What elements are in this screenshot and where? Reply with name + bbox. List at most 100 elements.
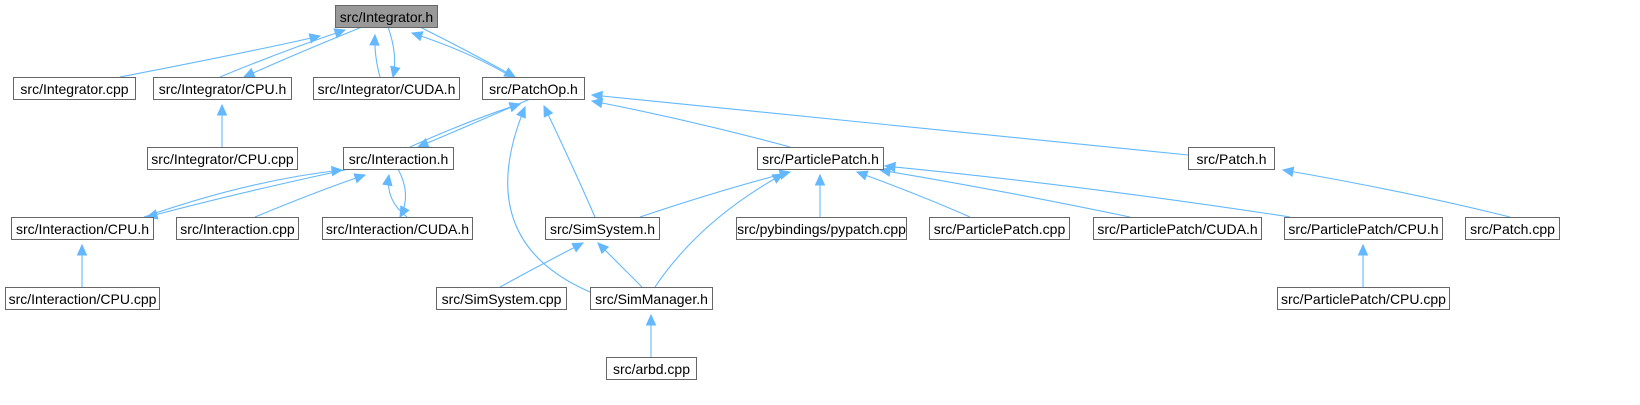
root-node[interactable]: src/Integrator.h bbox=[335, 5, 438, 28]
edge-n2-to-n0 bbox=[219, 28, 347, 78]
arrowhead-icon bbox=[399, 205, 410, 219]
arrowhead-icon bbox=[571, 242, 585, 253]
node-box bbox=[1465, 217, 1560, 240]
node-box bbox=[322, 217, 473, 240]
nodes-layer: src/Integrator.h src/Integrator.cpp src/In… bbox=[5, 5, 1560, 380]
arrowhead-icon bbox=[503, 67, 517, 78]
node-box bbox=[335, 5, 438, 28]
file-node[interactable]: src/ParticlePatch/CPU.h bbox=[1284, 217, 1443, 240]
file-node[interactable]: src/Integrator/CPU.cpp bbox=[147, 147, 298, 170]
edge-n18-to-n9 bbox=[76, 243, 88, 287]
file-node[interactable]: src/arbd.cpp bbox=[606, 357, 697, 380]
node-box bbox=[5, 287, 160, 310]
edge-n19-to-n12 bbox=[499, 242, 585, 288]
node-box bbox=[13, 77, 136, 100]
file-node[interactable]: src/PatchOp.h bbox=[482, 77, 585, 100]
arrowhead-icon bbox=[382, 173, 393, 187]
edge-n6-to-n11 bbox=[397, 168, 410, 219]
arrowhead-icon bbox=[369, 33, 380, 46]
node-label: src/SimSystem.cpp bbox=[442, 291, 562, 307]
file-node[interactable]: src/Interaction.cpp bbox=[176, 217, 299, 240]
node-label: src/Interaction/CPU.h bbox=[16, 221, 149, 237]
node-label: src/SimManager.h bbox=[595, 291, 708, 307]
file-node[interactable]: src/Interaction/CPU.h bbox=[11, 217, 154, 240]
node-box bbox=[147, 147, 298, 170]
edges-layer bbox=[76, 26, 1511, 358]
node-label: src/Patch.h bbox=[1196, 151, 1266, 167]
file-node[interactable]: src/Interaction.h bbox=[343, 147, 454, 170]
edge-line bbox=[856, 171, 971, 218]
node-box bbox=[545, 217, 660, 240]
edge-n10-to-n6 bbox=[254, 173, 367, 218]
edge-line bbox=[411, 32, 513, 78]
edge-line bbox=[419, 26, 516, 78]
edge-line bbox=[1282, 169, 1511, 218]
node-box bbox=[1284, 217, 1443, 240]
file-node[interactable]: src/SimSystem.cpp bbox=[436, 287, 567, 310]
node-box bbox=[757, 147, 884, 170]
edge-n7-to-n4 bbox=[590, 97, 791, 148]
edge-n16-to-n7 bbox=[883, 161, 1291, 218]
arrowhead-icon bbox=[543, 104, 554, 118]
edge-line bbox=[639, 171, 791, 218]
edge-n20-to-n4 bbox=[507, 105, 591, 293]
edge-n4-to-n6 bbox=[416, 98, 531, 148]
edge-n15-to-n7 bbox=[878, 166, 1131, 218]
node-label: src/Integrator/CPU.cpp bbox=[151, 151, 294, 167]
arrowhead-icon bbox=[590, 90, 603, 102]
arrowhead-icon bbox=[353, 173, 367, 184]
file-node[interactable]: src/ParticlePatch/CUDA.h bbox=[1093, 217, 1262, 240]
node-label: src/Interaction/CUDA.h bbox=[326, 221, 469, 237]
file-node[interactable]: src/SimSystem.h bbox=[545, 217, 660, 240]
edge-line bbox=[146, 169, 346, 218]
edge-line bbox=[499, 242, 584, 288]
file-node[interactable]: src/Patch.cpp bbox=[1465, 217, 1560, 240]
node-box bbox=[1277, 287, 1450, 310]
node-box bbox=[736, 217, 907, 240]
node-label: src/ParticlePatch/CPU.cpp bbox=[1281, 291, 1446, 307]
node-label: src/Integrator/CUDA.h bbox=[318, 81, 456, 97]
edge-line bbox=[219, 29, 346, 78]
file-node[interactable]: src/pybindings/pypatch.cpp bbox=[736, 217, 907, 240]
arrowhead-icon bbox=[216, 103, 228, 116]
node-label: src/SimSystem.h bbox=[550, 221, 655, 237]
arrowhead-icon bbox=[410, 31, 424, 42]
edge-n12-to-n7 bbox=[639, 169, 792, 218]
file-node[interactable]: src/Integrator/CPU.h bbox=[153, 77, 292, 100]
node-label: src/Patch.cpp bbox=[1470, 221, 1555, 237]
node-box bbox=[482, 77, 585, 100]
arrowhead-icon bbox=[308, 33, 322, 44]
edge-n17-to-n8 bbox=[1281, 166, 1511, 218]
edge-n0-to-n4 bbox=[419, 26, 517, 78]
edge-line bbox=[507, 106, 591, 293]
arrowhead-icon bbox=[645, 313, 657, 326]
edge-n1-to-n0 bbox=[119, 33, 322, 78]
file-node[interactable]: src/ParticlePatch.cpp bbox=[929, 217, 1070, 240]
node-label: src/Interaction/CPU.cpp bbox=[9, 291, 157, 307]
node-box bbox=[1188, 147, 1275, 170]
node-box bbox=[436, 287, 567, 310]
arrowhead-icon bbox=[883, 161, 896, 173]
arrowhead-icon bbox=[333, 28, 347, 39]
file-node[interactable]: src/ParticlePatch/CPU.cpp bbox=[1277, 287, 1450, 310]
arrowhead-icon bbox=[855, 170, 869, 181]
file-node[interactable]: src/SimManager.h bbox=[590, 287, 713, 310]
edge-line bbox=[417, 98, 531, 148]
file-node[interactable]: src/Interaction/CPU.cpp bbox=[5, 287, 160, 310]
edge-line bbox=[884, 165, 1291, 218]
arrowhead-icon bbox=[76, 243, 88, 256]
edge-n0-to-n2 bbox=[242, 26, 363, 78]
file-node[interactable]: src/Integrator.cpp bbox=[13, 77, 136, 100]
arrowhead-icon bbox=[597, 242, 610, 255]
file-node[interactable]: src/ParticlePatch.h bbox=[757, 147, 884, 170]
file-node[interactable]: src/Integrator/CUDA.h bbox=[313, 77, 460, 100]
node-label: src/ParticlePatch/CUDA.h bbox=[1097, 221, 1257, 237]
node-label: src/Interaction.h bbox=[349, 151, 449, 167]
file-node[interactable]: src/Interaction/CUDA.h bbox=[322, 217, 473, 240]
edge-n21-to-n16 bbox=[1357, 243, 1369, 287]
edge-line bbox=[654, 173, 784, 288]
edge-line bbox=[591, 94, 1189, 156]
node-label: src/ParticlePatch/CPU.h bbox=[1288, 221, 1438, 237]
file-node[interactable]: src/Patch.h bbox=[1188, 147, 1275, 170]
